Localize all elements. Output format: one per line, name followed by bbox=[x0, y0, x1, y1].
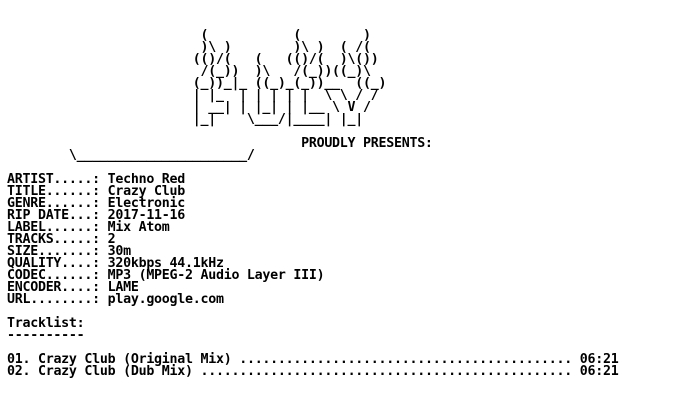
info-row-url: URL........: play.google.com bbox=[7, 292, 224, 307]
info-value: LAME bbox=[107, 280, 139, 295]
ascii-art-line-2: )\ ) )\ ) ( /( bbox=[7, 40, 371, 55]
info-value: MP3 (MPEG-2 Audio Layer III) bbox=[107, 268, 325, 283]
info-key: ENCODER.... bbox=[7, 280, 93, 295]
ascii-art-line-7: | __| | |_| | |__ \ V / bbox=[7, 100, 371, 115]
info-row-artist: ARTIST.....: Techno Red bbox=[7, 172, 186, 187]
info-row-genre: GENRE......: Electronic bbox=[7, 196, 186, 211]
info-value: 2 bbox=[107, 232, 116, 247]
info-value: 30m bbox=[107, 244, 131, 259]
nfo-text: ( ( ) )\ ) )\ ) ( /( (()/( ( (()/( )\())… bbox=[7, 28, 619, 379]
track-title: Crazy Club (Original Mix) bbox=[37, 352, 232, 367]
ascii-art-line-6: | |_ | | | | | \ \ / / bbox=[7, 88, 379, 103]
info-row-encoder: ENCODER....: LAME bbox=[7, 280, 139, 295]
info-value: Crazy Club bbox=[107, 184, 186, 199]
info-key: QUALITY.... bbox=[7, 256, 93, 271]
presents-line: PROUDLY PRESENTS: bbox=[7, 136, 433, 151]
info-value: Electronic bbox=[107, 196, 186, 211]
info-key: TITLE...... bbox=[7, 184, 93, 199]
info-key: GENRE...... bbox=[7, 196, 93, 211]
info-row-title: TITLE......: Crazy Club bbox=[7, 184, 186, 199]
info-row-label: LABEL......: Mix Atom bbox=[7, 220, 170, 235]
info-key: URL........ bbox=[7, 292, 93, 307]
info-row-tracks: TRACKS.....: 2 bbox=[7, 232, 116, 247]
info-key: SIZE....... bbox=[7, 244, 93, 259]
info-value: play.google.com bbox=[107, 292, 224, 307]
info-value: Techno Red bbox=[107, 172, 186, 187]
track-duration: 06:21 bbox=[579, 352, 619, 367]
blank-line bbox=[7, 306, 618, 318]
track-number: 02. bbox=[7, 364, 31, 379]
track-row: 01. Crazy Club (Original Mix) ..........… bbox=[7, 352, 619, 367]
track-title: Crazy Club (Dub Mix) bbox=[37, 364, 193, 379]
separator-line: \______________________/ bbox=[7, 148, 255, 163]
info-key: LABEL...... bbox=[7, 220, 93, 235]
ascii-art-line-8: |_| \___/|____| |_| bbox=[7, 112, 364, 127]
track-row: 02. Crazy Club (Dub Mix) ...............… bbox=[7, 364, 619, 379]
info-value: Mix Atom bbox=[107, 220, 170, 235]
info-row-rip-date: RIP DATE...: 2017-11-16 bbox=[7, 208, 186, 223]
info-key: ARTIST..... bbox=[7, 172, 93, 187]
ascii-art-line-1: ( ( ) bbox=[7, 28, 371, 43]
track-dots: ........................................… bbox=[239, 352, 573, 367]
info-key: CODEC...... bbox=[7, 268, 93, 283]
ascii-art-line-4: /(_)) )\ /(_))((_)\ bbox=[7, 64, 371, 79]
info-value: 2017-11-16 bbox=[107, 208, 186, 223]
info-row-quality: QUALITY....: 320kbps 44.1kHz bbox=[7, 256, 224, 271]
ascii-art-line-5: (_))_|_ ((_)_(_))__ ((_) bbox=[7, 76, 387, 91]
track-duration: 06:21 bbox=[579, 364, 619, 379]
info-row-codec: CODEC......: MP3 (MPEG-2 Audio Layer III… bbox=[7, 268, 325, 283]
ascii-art-line-3: (()/( ( (()/( )\()) bbox=[7, 52, 379, 67]
info-key: TRACKS..... bbox=[7, 232, 93, 247]
tracklist-heading: Tracklist: bbox=[7, 316, 85, 331]
info-key: RIP DATE... bbox=[7, 208, 93, 223]
track-number: 01. bbox=[7, 352, 31, 367]
tracklist-underline: ---------- bbox=[7, 328, 85, 343]
track-dots: ........................................… bbox=[200, 364, 573, 379]
info-value: 320kbps 44.1kHz bbox=[107, 256, 224, 271]
info-row-size: SIZE.......: 30m bbox=[7, 244, 131, 259]
